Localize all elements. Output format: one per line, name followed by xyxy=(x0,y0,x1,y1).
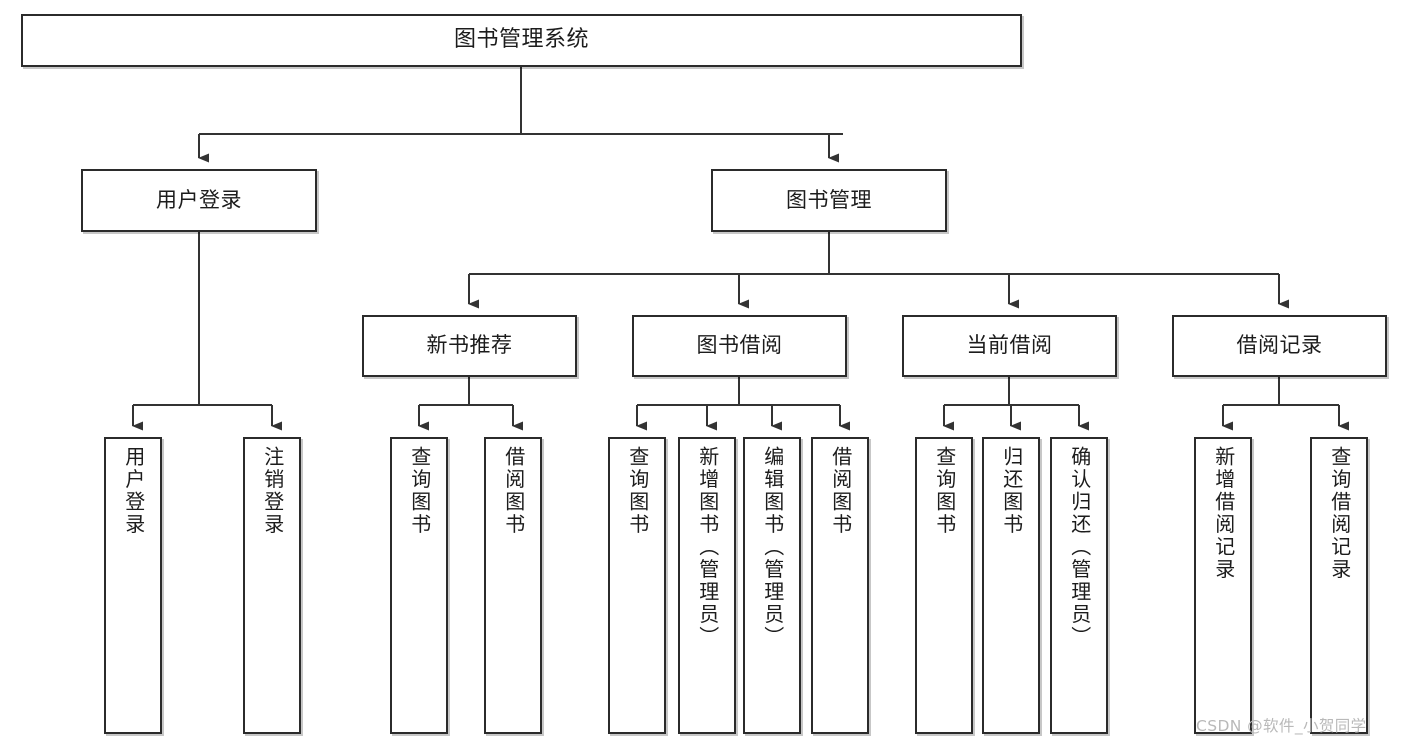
node-label: 用户登录 xyxy=(121,446,146,536)
node-leaf-query-record[interactable]: 查询借阅记录 xyxy=(1310,437,1368,734)
node-label: 借阅图书 xyxy=(501,446,526,536)
node-new-book-recommend[interactable]: 新书推荐 xyxy=(362,315,577,377)
node-user-login[interactable]: 用户登录 xyxy=(81,169,317,232)
node-label: 查询图书 xyxy=(625,446,650,536)
node-label: 借阅图书 xyxy=(828,446,853,536)
node-label: 新增借阅记录 xyxy=(1211,446,1236,581)
node-leaf-borrow-book-1[interactable]: 借阅图书 xyxy=(484,437,542,734)
node-leaf-query-book-3[interactable]: 查询图书 xyxy=(915,437,973,734)
node-leaf-edit-book[interactable]: 编辑图书（管理员） xyxy=(743,437,801,734)
node-label: 查询借阅记录 xyxy=(1327,446,1352,581)
node-label: 归还图书 xyxy=(999,446,1024,536)
node-leaf-logout[interactable]: 注销登录 xyxy=(243,437,301,734)
node-label: 图书管理系统 xyxy=(453,27,589,53)
node-book-manage[interactable]: 图书管理 xyxy=(711,169,947,232)
node-leaf-confirm-return[interactable]: 确认归还（管理员） xyxy=(1050,437,1108,734)
node-label: 确认归还（管理员） xyxy=(1067,446,1092,649)
node-label: 用户登录 xyxy=(156,187,242,212)
node-label: 新增图书（管理员） xyxy=(695,446,720,649)
node-label: 图书管理 xyxy=(786,187,872,212)
csdn-watermark: CSDN @软件_小贺同学 xyxy=(1196,717,1367,735)
node-label: 新书推荐 xyxy=(426,333,513,358)
node-leaf-return-book[interactable]: 归还图书 xyxy=(982,437,1040,734)
node-current-borrow[interactable]: 当前借阅 xyxy=(902,315,1117,377)
node-label: 注销登录 xyxy=(260,446,285,536)
node-label: 图书借阅 xyxy=(696,333,783,358)
node-leaf-query-book-2[interactable]: 查询图书 xyxy=(608,437,666,734)
node-book-borrow[interactable]: 图书借阅 xyxy=(632,315,847,377)
node-leaf-add-book[interactable]: 新增图书（管理员） xyxy=(678,437,736,734)
node-root-system[interactable]: 图书管理系统 xyxy=(21,14,1022,67)
node-label: 查询图书 xyxy=(407,446,432,536)
node-label: 查询图书 xyxy=(932,446,957,536)
node-leaf-user-login[interactable]: 用户登录 xyxy=(104,437,162,734)
node-borrow-record[interactable]: 借阅记录 xyxy=(1172,315,1387,377)
node-label: 编辑图书（管理员） xyxy=(760,446,785,649)
node-leaf-add-record[interactable]: 新增借阅记录 xyxy=(1194,437,1252,734)
node-leaf-query-book-1[interactable]: 查询图书 xyxy=(390,437,448,734)
node-leaf-borrow-book-2[interactable]: 借阅图书 xyxy=(811,437,869,734)
node-label: 借阅记录 xyxy=(1236,333,1323,358)
node-label: 当前借阅 xyxy=(966,333,1053,358)
